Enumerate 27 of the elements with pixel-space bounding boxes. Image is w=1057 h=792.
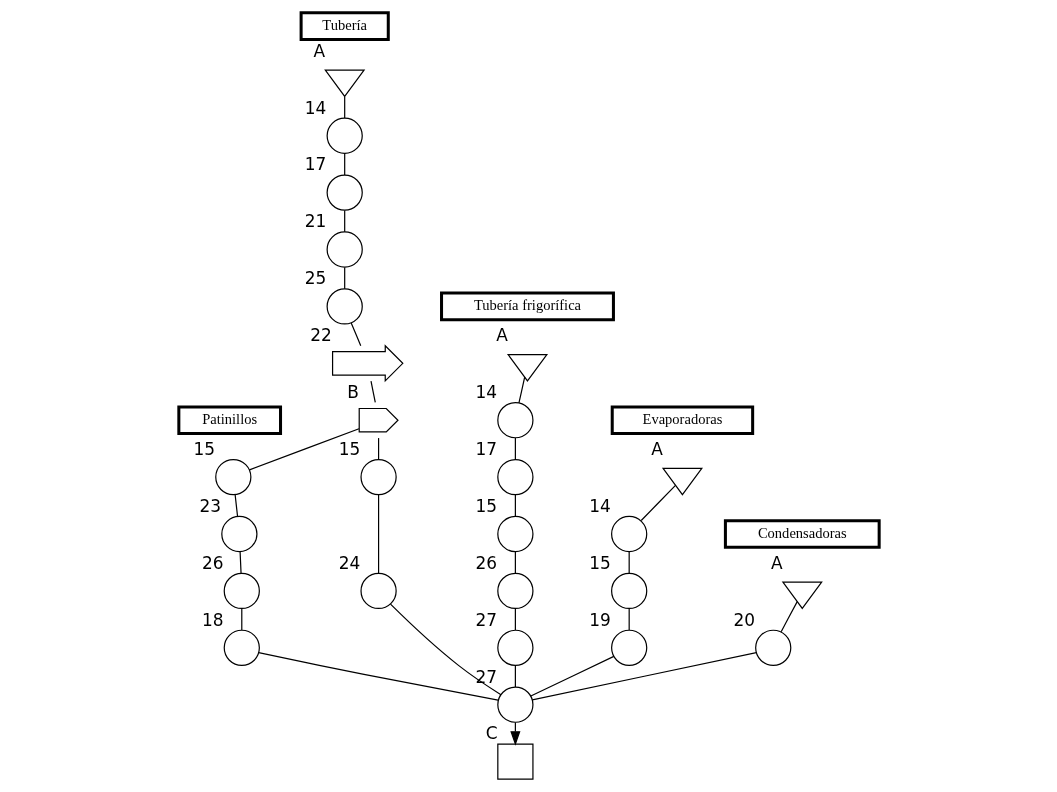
node-label: 15 (338, 438, 360, 459)
node-label: 20 (732, 609, 755, 630)
node-label: A (495, 325, 508, 346)
node-label: 24 (338, 552, 360, 573)
node-label: 15 (192, 438, 215, 459)
node-label: 17 (475, 438, 497, 459)
node-label: C (485, 723, 498, 744)
node-label: A (650, 438, 663, 459)
node-label: 27 (475, 666, 497, 687)
node-label: 17 (304, 154, 326, 175)
node-label: 15 (588, 552, 611, 573)
node-label: 15 (475, 495, 497, 516)
node-label: 27 (475, 609, 497, 630)
node-label: 14 (475, 382, 497, 403)
node-label: 14 (588, 495, 611, 516)
node-label: B (346, 382, 359, 403)
node-label: A (770, 552, 783, 573)
node-label: 26 (201, 552, 224, 573)
node-label: 18 (201, 609, 224, 630)
node-label: 23 (199, 495, 221, 516)
node-label: 21 (304, 211, 326, 232)
node-label: 25 (304, 268, 326, 289)
node-label: 14 (304, 97, 326, 118)
node-label: 19 (588, 609, 611, 630)
node-label: A (312, 40, 325, 61)
node-label: 22 (309, 325, 332, 346)
node-label: 26 (475, 552, 497, 573)
